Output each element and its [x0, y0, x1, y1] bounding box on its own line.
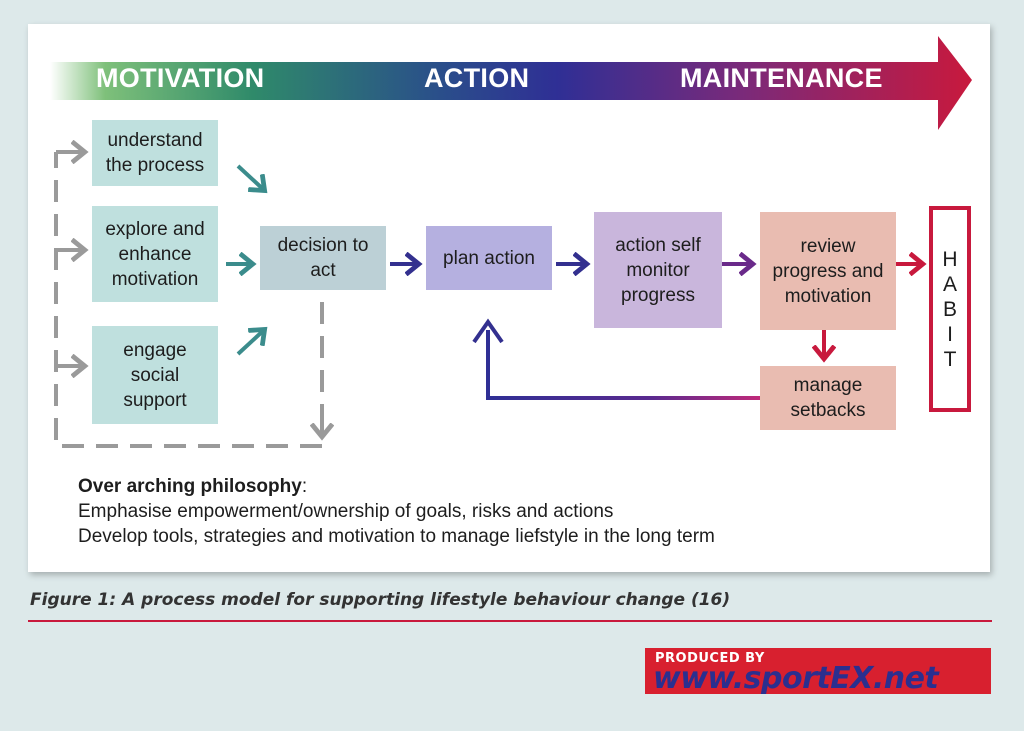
- phase-action: ACTION: [424, 63, 530, 93]
- box-line: understand: [107, 130, 203, 151]
- setback-loop-line: [486, 330, 760, 400]
- box-line: the process: [105, 155, 205, 176]
- habit-letter: H: [942, 247, 958, 271]
- phase-motivation: MOTIVATION: [96, 63, 265, 93]
- habit-letter: I: [947, 322, 953, 346]
- box-review-progress: review progress and motivation: [760, 212, 896, 330]
- philosophy-line-2: Develop tools, strategies and motivation…: [78, 526, 715, 547]
- philosophy-line-1: Emphasise empowerment/ownership of goals…: [78, 501, 614, 522]
- box-line: monitor: [626, 259, 690, 281]
- phase-band-arrow: [50, 36, 972, 130]
- habit-letter: B: [942, 297, 957, 321]
- box-line: action self: [615, 234, 701, 256]
- box-line: social: [130, 364, 180, 386]
- box-decision-to-act: decision to act: [260, 226, 386, 290]
- box-line: motivation: [111, 268, 199, 290]
- box-line: progress: [621, 284, 695, 306]
- box-line: setbacks: [790, 400, 866, 421]
- box-line: manage: [793, 375, 863, 396]
- logo-url: www.sportEX.net: [653, 661, 939, 694]
- sportex-logo: PRODUCED BY www.sportEX.net: [645, 648, 991, 694]
- box-manage-setbacks: manage setbacks: [760, 366, 896, 430]
- box-understand-process: understand the process: [92, 120, 218, 186]
- box-self-monitor: action self monitor progress: [594, 212, 722, 328]
- philosophy-block: Over arching philosophy: Emphasise empow…: [78, 476, 715, 547]
- red-arrows: [824, 264, 922, 358]
- philosophy-title: Over arching philosophy: [78, 476, 302, 497]
- box-line: explore and: [105, 218, 205, 240]
- box-line: plan action: [443, 247, 535, 269]
- box-line: act: [310, 260, 336, 281]
- figure-caption: Figure 1: A process model for supporting…: [30, 590, 731, 610]
- box-explore-motivation: explore and enhance motivation: [92, 206, 218, 302]
- phase-maintenance: MAINTENANCE: [680, 63, 883, 93]
- setback-loop-head: [472, 318, 504, 344]
- caption-divider: [28, 620, 992, 622]
- box-engage-support: engage social support: [92, 326, 218, 424]
- box-line: motivation: [784, 285, 872, 307]
- box-line: review: [800, 235, 856, 257]
- grey-input-arrows: [56, 152, 84, 366]
- box-line: support: [123, 389, 187, 411]
- teal-arrows: [226, 164, 264, 356]
- box-line: engage: [123, 339, 187, 361]
- box-plan-action: plan action: [426, 226, 552, 290]
- box-line: decision to: [277, 235, 369, 256]
- habit-letter: A: [942, 272, 957, 296]
- box-line: enhance: [118, 243, 192, 265]
- habit-letter: T: [943, 347, 957, 371]
- logo-produced-by: PRODUCED BY: [655, 651, 765, 666]
- habit-box: H A B I T: [929, 206, 971, 412]
- box-line: progress and: [772, 260, 884, 282]
